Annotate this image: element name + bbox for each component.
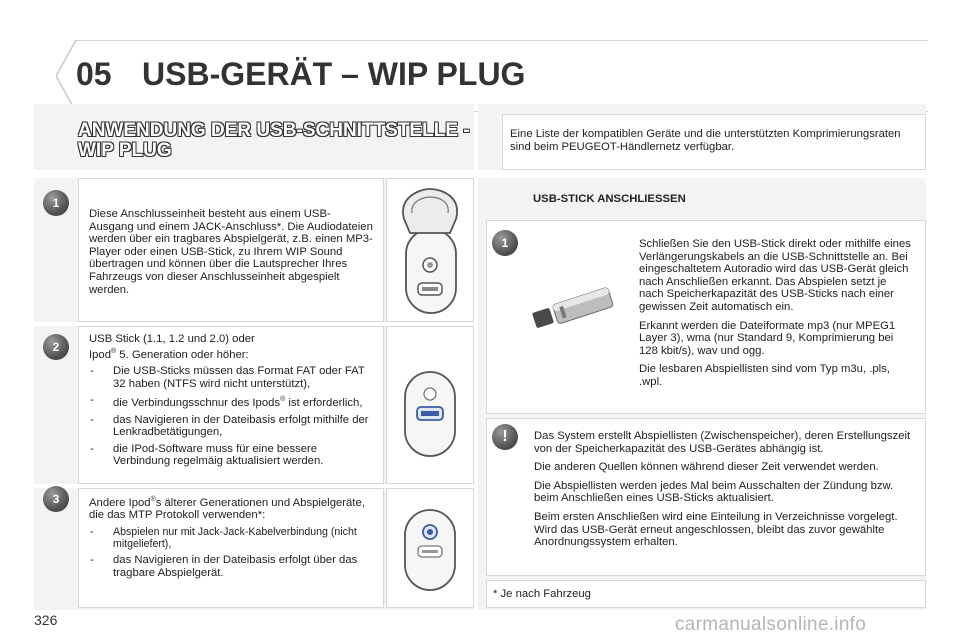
step2-line1: USB Stick (1.1, 1.2 und 2.0) oder: [89, 333, 255, 345]
step3-bullet-1: -Abspielen nur mit Jack-Jack-Kabelverbin…: [90, 525, 357, 551]
usb-step1-paragraph-3: Die lesbaren Abspiellisten sind vom Typ …: [639, 363, 890, 388]
warning-badge: !: [492, 424, 518, 450]
chapter-number: 05: [76, 56, 112, 92]
usb-section-heading: USB-STICK ANSCHLIESSEN: [533, 193, 686, 205]
step2-line2: Ipod® 5. Generation oder höher:: [89, 347, 249, 361]
step-badge-1: 1: [43, 190, 69, 216]
warning-paragraph-2: Die anderen Quellen können während diese…: [534, 461, 879, 474]
wip-plug-unit-illustration: [402, 188, 458, 314]
usb-stick-illustration: [532, 287, 614, 328]
step3-text: Andere Ipod®s älterer Generationen und A…: [89, 494, 377, 580]
step2-bullet-2: -die Verbindungsschnur des Ipods® ist er…: [90, 394, 363, 409]
warning-paragraph-3: Die Abspiellisten werden jedes Mal beim …: [534, 479, 894, 505]
watermark: carmanualsonline.info: [675, 614, 867, 635]
warning-paragraph-4: Beim ersten Anschließen wird eine Eintei…: [534, 510, 898, 549]
usb-step1-paragraph-1: Schließen Sie den USB-Stick direkt oder …: [639, 238, 911, 313]
page-title: USB-GERÄT – WIP PLUG: [142, 56, 526, 92]
step3-bullet-2: -das Navigieren in der Dateibasis erfolg…: [90, 554, 358, 579]
usb-port-illustration: [404, 371, 456, 457]
step2-text-card: [78, 326, 384, 484]
step-badge-usb-1: 1: [492, 230, 518, 256]
header-frame: [56, 40, 928, 112]
footnote: * Je nach Fahrzeug: [493, 588, 591, 600]
intro-card: [502, 114, 926, 170]
warning-text: Das System erstellt Abspiellisten (Zwisc…: [534, 430, 918, 555]
usb-step1-text: Schließen Sie den USB-Stick direkt oder …: [639, 238, 914, 395]
step2-bullet-1: -Die USB-Sticks müssen das Format FAT od…: [90, 364, 365, 390]
usb-step1-paragraph-2: Erkannt werden die Dateiformate mp3 (nur…: [639, 319, 896, 357]
step2-text: USB Stick (1.1, 1.2 und 2.0) oder Ipod® …: [89, 333, 377, 468]
jack-port-illustration: [404, 509, 456, 591]
section-title: ANWENDUNG DER USB-SCHNITTSTELLE - WIP PL…: [78, 120, 470, 161]
step-badge-2: 2: [43, 334, 69, 360]
warning-paragraph-1: Das System erstellt Abspiellisten (Zwisc…: [534, 430, 911, 455]
step2-bullet-4: -die IPod-Software muss für eine bessere…: [90, 442, 324, 468]
section-title-panel: [34, 104, 474, 170]
step3-intro: Andere Ipod®s älterer Generationen und A…: [89, 496, 365, 522]
footnote-card: [486, 580, 926, 608]
step2-bullet-3: -das Navigieren in der Dateibasis erfolg…: [90, 413, 369, 439]
warning-card: [486, 418, 926, 576]
step1-text: Diese Anschlusseinheit besteht aus einem…: [89, 208, 373, 296]
intro-text: Eine Liste der kompatiblen Geräte und di…: [510, 128, 901, 153]
page-number: 326: [34, 612, 58, 628]
step3-text-card: [78, 488, 384, 608]
step1-text-card: [78, 178, 384, 322]
step-badge-3: 3: [43, 486, 69, 512]
